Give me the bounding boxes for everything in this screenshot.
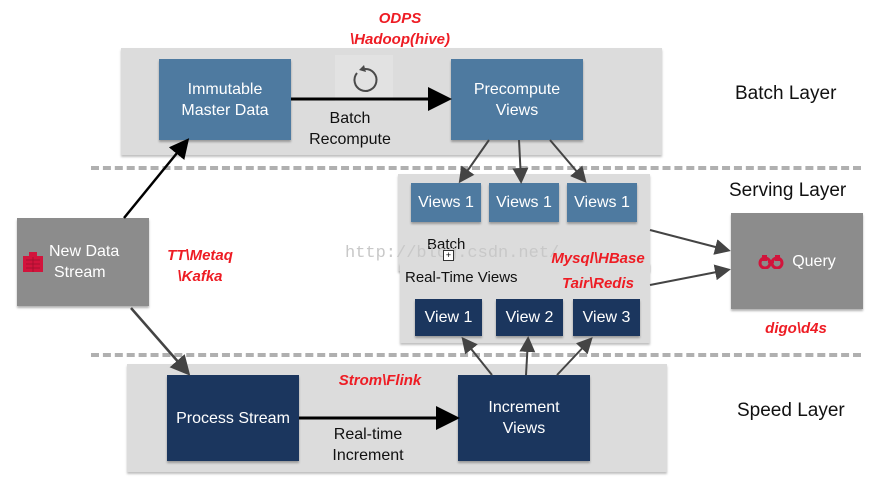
separator-top — [91, 166, 861, 170]
batch-view-3[interactable]: Views 1 — [567, 183, 637, 222]
precompute-line2: Views — [495, 101, 539, 119]
batch-tech-line2: \Hadoop(hive) — [350, 31, 450, 48]
batch-caption: Batch — [427, 236, 466, 253]
source-line1: New Data — [49, 243, 120, 260]
arrow-realtime-to-query — [649, 264, 731, 286]
serving-tech-line2: Tair\Redis — [562, 275, 634, 292]
serving-tech-line1: Mysql\HBase — [551, 250, 645, 267]
speed-layer-label: Speed Layer — [737, 400, 845, 421]
move-handle-icon: + — [443, 250, 454, 261]
arrow-source-to-master — [123, 138, 190, 219]
increment-line1: Real-time — [333, 426, 403, 443]
batch-recompute-label: Batch Recompute — [300, 108, 400, 150]
building-icon — [23, 252, 43, 272]
increment-line2: Increment — [332, 447, 404, 464]
realtime-view-1[interactable]: View 1 — [415, 299, 482, 336]
query-tech-label: digo\d4s — [765, 320, 827, 337]
speed-tech-label: Strom\Flink — [338, 372, 422, 389]
arrow-precompute-to-view3 — [549, 139, 587, 184]
query-box[interactable]: Query — [731, 213, 863, 309]
batch-view-1[interactable]: Views 1 — [411, 183, 481, 222]
batch-view-2[interactable]: Views 1 — [489, 183, 559, 222]
serving-layer-label: Serving Layer — [729, 180, 847, 201]
precompute-line1: Precompute — [473, 80, 561, 98]
process-stream-box[interactable]: Process Stream — [167, 375, 299, 461]
source-line2: Stream — [54, 264, 106, 281]
source-tech-line1: TT\Metaq — [167, 247, 233, 264]
arrow-increment-to-rtview2 — [519, 336, 536, 376]
realtime-increment-label: Real-time Increment — [318, 424, 418, 466]
arrow-batchviews-to-query — [649, 229, 731, 255]
arrow-increment-to-rtview3 — [556, 337, 593, 376]
binoculars-icon — [758, 255, 784, 269]
master-data-line1: Immutable — [187, 80, 263, 98]
realtime-view-2[interactable]: View 2 — [496, 299, 563, 336]
master-data-line2: Master Data — [181, 101, 269, 119]
realtime-view-3[interactable]: View 3 — [573, 299, 640, 336]
arrow-source-to-process — [130, 307, 191, 376]
query-label: Query — [792, 252, 836, 270]
realtime-views-title: Real-Time Views — [405, 269, 518, 286]
arrow-precompute-to-view1 — [458, 139, 490, 184]
refresh-icon-tile — [335, 55, 393, 101]
increment-views-line1: Increment — [488, 399, 560, 416]
serving-tech-label: Mysql\HBase Tair\Redis — [538, 248, 658, 294]
batch-layer-label: Batch Layer — [735, 83, 837, 104]
arrow-precompute-to-view2 — [512, 139, 529, 184]
source-tech-label: TT\Metaq \Kafka — [150, 245, 250, 287]
source-tech-line2: \Kafka — [177, 268, 223, 285]
batch-tech-line1: ODPS — [378, 10, 422, 27]
increment-views-line2: Views — [502, 420, 546, 437]
recompute-line1: Batch — [329, 110, 371, 127]
batch-tech-label: ODPS \Hadoop(hive) — [320, 8, 480, 50]
recompute-line2: Recompute — [309, 131, 391, 148]
arrow-increment-to-rtview1 — [461, 336, 493, 376]
refresh-icon — [353, 65, 378, 92]
